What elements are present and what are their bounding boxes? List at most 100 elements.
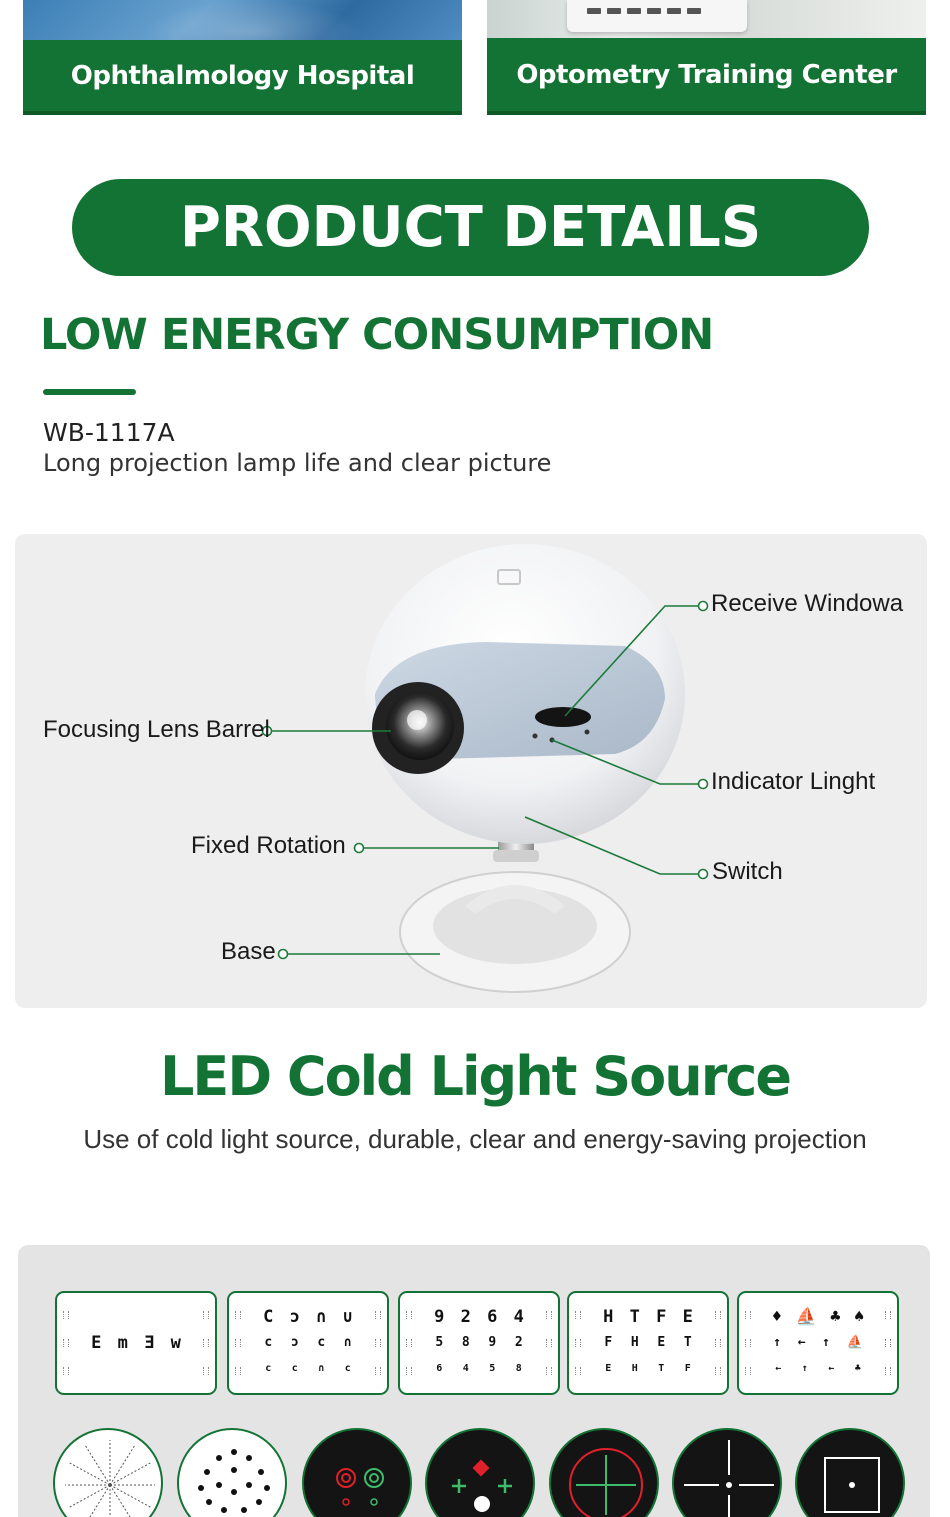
scale-mark [745,1367,751,1375]
optotype: F [684,1363,691,1374]
optotype: 9 [488,1335,497,1350]
scale-mark [745,1311,751,1319]
optotype: Ǝ [144,1333,155,1353]
scale-mark [63,1339,69,1347]
optotype: ↑ [801,1363,808,1374]
optotype: ♦ [771,1307,782,1327]
callout-receive-window: Receive Windowa [711,590,904,617]
feature-title: LOW ENERGY CONSUMPTION [40,310,714,360]
optotype: T [629,1307,640,1327]
projector-illustration [261,544,709,993]
scale-mark [885,1367,891,1375]
scale-mark [63,1311,69,1319]
disc-dot-pattern [177,1428,287,1517]
optotype: c [317,1335,326,1350]
optotype: 6 [436,1363,443,1374]
optotype: 4 [462,1363,469,1374]
optotype: 2 [514,1335,523,1350]
scale-mark [203,1311,209,1319]
scale-mark [745,1339,751,1347]
scale-mark [235,1339,241,1347]
title-underline [43,389,136,395]
optotype: 5 [435,1335,444,1350]
chart-card-pictures: ♦⛵♣♠↑←↑⛵←↑←♣ [737,1291,899,1395]
training-center-photo [487,0,926,38]
scale-mark [63,1367,69,1375]
optotype: c [344,1363,351,1374]
category-optometry-training-center: Optometry Training Center [487,38,926,115]
optotype: w [170,1333,181,1353]
optotype: ♣ [830,1307,841,1327]
optotype: ∩ [316,1307,327,1327]
scale-mark [575,1367,581,1375]
optotype: m [117,1333,128,1353]
scale-mark [406,1339,412,1347]
optotype: ← [828,1363,835,1374]
optotype: H [631,1363,638,1374]
scale-mark [575,1339,581,1347]
optotype: 8 [515,1363,522,1374]
training-device-image [567,0,747,32]
callout-indicator-light: Indicator Linght [711,768,876,795]
optotype: ← [775,1363,782,1374]
scale-mark [375,1311,381,1319]
callout-focusing-lens-barrel: Focusing Lens Barrel [43,716,270,743]
chart-row: 6 4 5 8 [400,1363,558,1374]
chart-row: ↑←↑⛵ [739,1335,897,1350]
optotype: T [683,1335,692,1350]
scale-mark [546,1339,552,1347]
optotype: C [263,1307,274,1327]
scale-mark [575,1311,581,1319]
optotype: T [658,1363,665,1374]
disc-astigmatism-fan [53,1428,163,1517]
scale-mark [715,1367,721,1375]
scale-mark [375,1339,381,1347]
optotype: F [604,1335,613,1350]
optotype: ∩ [343,1335,352,1350]
optotype: E [682,1307,693,1327]
scale-mark [715,1339,721,1347]
scale-mark [885,1339,891,1347]
scale-mark [375,1367,381,1375]
optotype: ∩ [318,1363,325,1374]
chart-row: c ɔ c ∩ [229,1335,387,1350]
product-details-banner: PRODUCT DETAILS [72,179,869,276]
scale-mark [715,1311,721,1319]
hospital-photo [23,0,462,40]
model-number: WB-1117A [43,418,175,447]
callout-fixed-rotation: Fixed Rotation [191,832,346,859]
optotype: 2 [460,1307,471,1327]
scale-mark [235,1311,241,1319]
optotype: c [265,1363,272,1374]
optotype: E [91,1333,102,1353]
scale-mark [546,1367,552,1375]
scale-mark [406,1311,412,1319]
product-diagram-panel: Receive Windowa Focusing Lens Barrel Ind… [15,534,927,1008]
optotype: c [291,1363,298,1374]
optotype: 9 [434,1307,445,1327]
optotype: ♣ [854,1363,861,1374]
optotype: H [603,1307,614,1327]
scale-mark [406,1367,412,1375]
optotype: 5 [489,1363,496,1374]
optotype: ♠ [853,1307,865,1327]
disc-red-green-rings [302,1428,412,1517]
optotype: c [264,1335,273,1350]
optotype: ɔ [289,1307,300,1327]
led-subtitle: Use of cold light source, durable, clear… [83,1124,867,1154]
optotype: ⛵ [846,1335,863,1350]
disc-fixation-cross [672,1428,782,1517]
chart-row: c c ∩ c [229,1363,387,1374]
chart-row: ♦ ⛵ ♣ ♠ [739,1307,897,1327]
optotype: 6 [487,1307,498,1327]
optotype: ⛵ [795,1307,817,1327]
optotype: ɔ [290,1335,299,1350]
optotype: ↑ [773,1335,782,1350]
scale-mark [203,1367,209,1375]
